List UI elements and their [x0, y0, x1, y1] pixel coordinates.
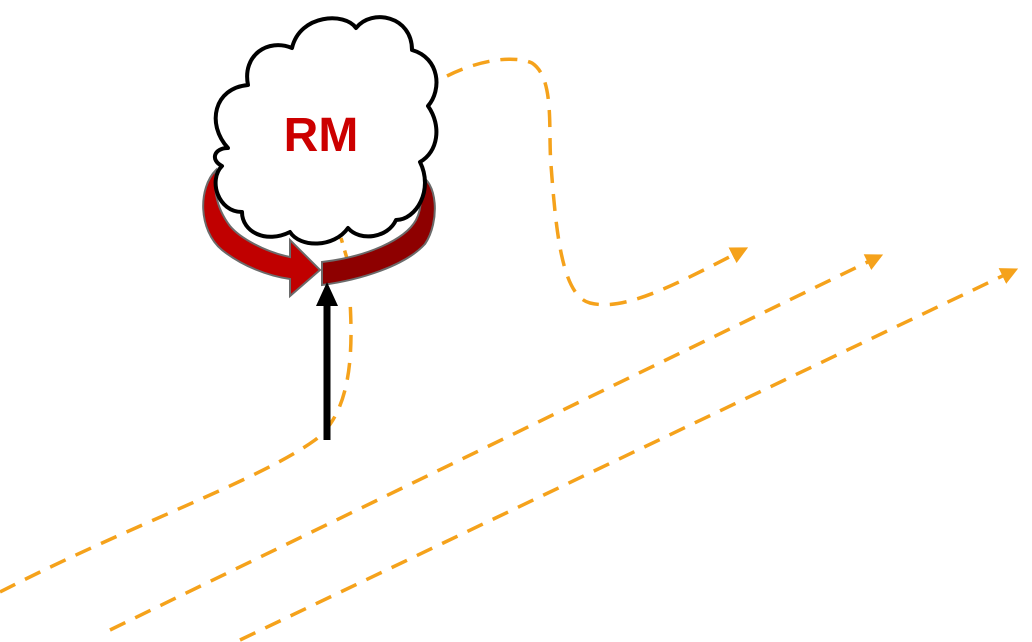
streamline-outflow — [446, 57, 749, 307]
updraft-arrow-head — [316, 282, 338, 306]
storm-label: RM — [284, 109, 359, 162]
rotation-arrow-icon-back — [321, 173, 436, 287]
streamline-right — [239, 268, 1019, 642]
cloud-icon — [212, 15, 439, 246]
rotation-arrow-icon — [202, 167, 322, 299]
streamline-curved-into-storm — [0, 299, 353, 594]
streamline-middle — [109, 254, 884, 632]
